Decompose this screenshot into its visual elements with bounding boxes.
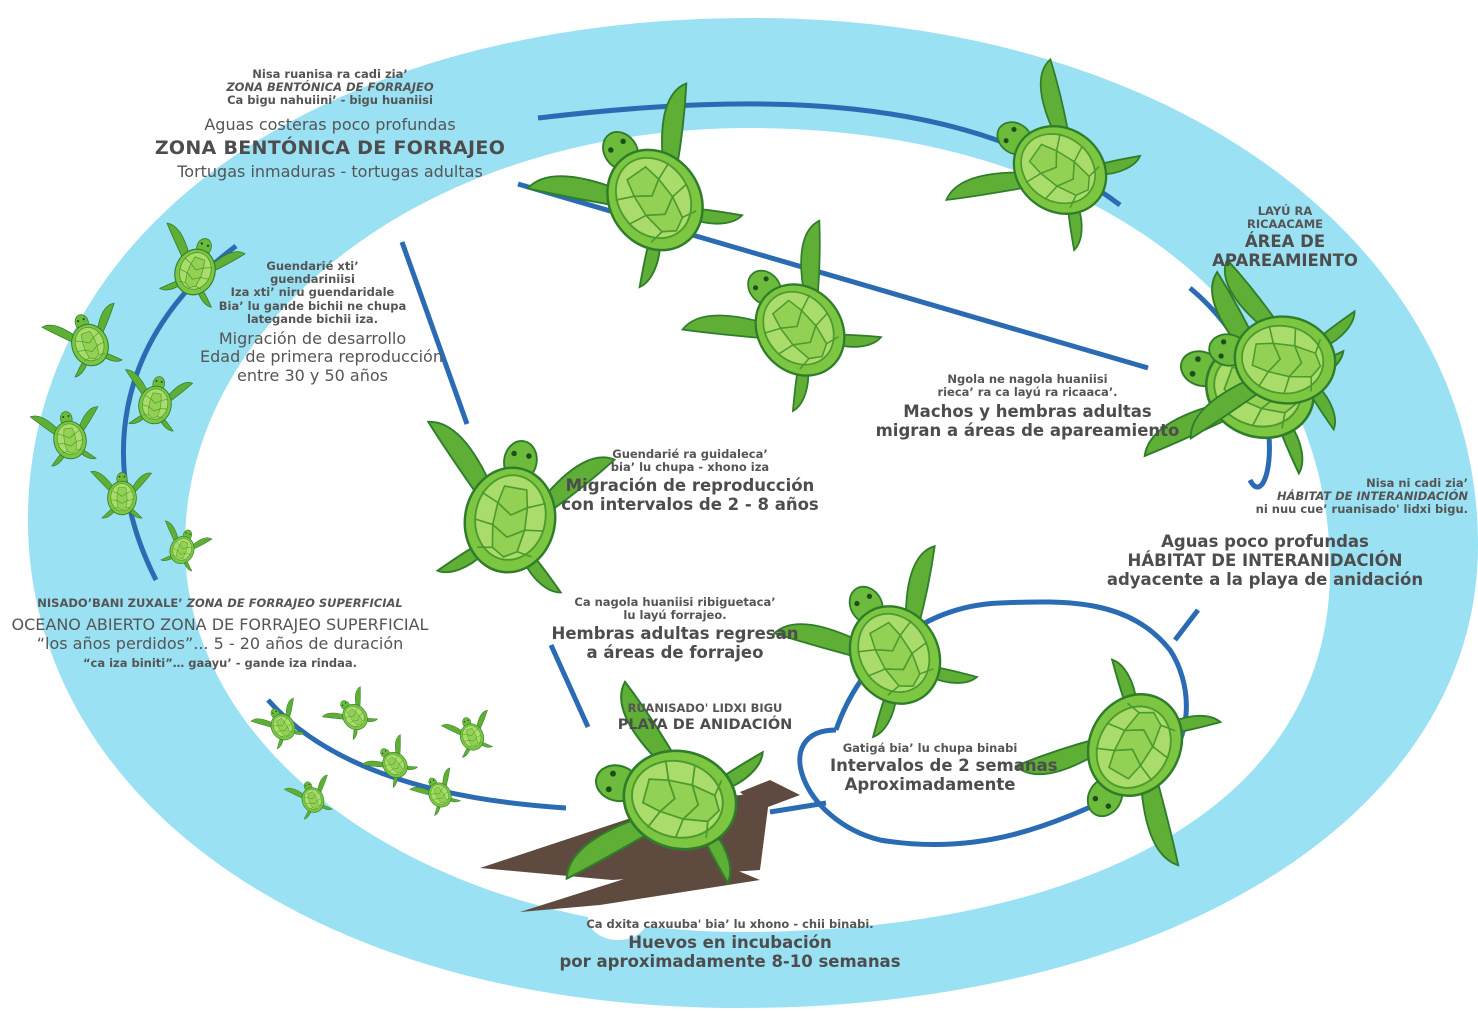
internesting-zap-3: ni nuu cue’ ruanisado' lidxi bigu.: [1255, 502, 1468, 517]
nesting-es-1: PLAYA DE ANIDACIÓN: [617, 717, 793, 734]
developmental-es-2: Edad de primera reproducción: [200, 347, 443, 367]
females-return-label: Ca nagola huaniisi ribiguetaca’ lu layú …: [540, 595, 810, 663]
reproductive-zap-1: Guendarié ra guidaleca’: [612, 447, 768, 461]
females-zap-1: Ca nagola huaniisi ribiguetaca’: [574, 595, 776, 609]
developmental-zap-3: Iza xti’ niru guendaridale: [230, 285, 395, 300]
benthic-zap-3: Ca bigu nahuiini’ - bigu huaniisi: [227, 93, 433, 108]
oceanic-zap-1: NISADO’BANI ZUXALE’ ZONA DE FORRAJEO SUP…: [0, 596, 440, 610]
interval-es-1: Intervalos de 2 semanas: [830, 756, 1058, 776]
interval-es-2: Aproximadamente: [844, 775, 1016, 795]
females-es-1: Hembras adultas regresan: [551, 624, 799, 644]
adults-es-1: Machos y hembras adultas: [903, 402, 1152, 422]
oceanic-zap-2: “ca iza biniti”… gaayu’ - gande iza rind…: [82, 656, 358, 670]
oceanic-zap-1b: ZONA DE FORRAJEO SUPERFICIAL: [186, 596, 403, 610]
internesting-zap-1: Nisa ni cadi zia’: [1366, 476, 1468, 490]
benthic-zap-1: Nisa ruanisa ra cadi zia’: [252, 67, 408, 81]
nesting-cove: [588, 896, 648, 940]
benthic-zap-2: ZONA BENTÓNICA DE FORRAJEO: [226, 80, 434, 95]
eggs-es-2: por aproximadamente 8-10 semanas: [559, 952, 901, 972]
interval-label: Gatigá bia’ lu chupa binabi Intervalos d…: [830, 741, 1058, 795]
oceanic-es-1: OCEANO ABIERTO ZONA DE FORRAJEO SUPERFIC…: [11, 615, 429, 635]
adults-zap-1: Ngola ne nagola huaniisi: [947, 372, 1108, 386]
nesting-beach-label: RUANISADO' LIDXI BIGU PLAYA DE ANIDACIÓN: [600, 701, 810, 734]
eggs-zap-1: Ca dxita caxuuba' bia’ lu xhono - chii b…: [586, 917, 874, 931]
reproductive-migration-label: Guendarié ra guidaleca’ bia’ lu chupa - …: [555, 447, 825, 515]
adults-zap-2: rieca’ ra ca layú ra ricaaca’.: [937, 385, 1118, 400]
internesting-zap-label: Nisa ni cadi zia’ HÁBITAT DE INTERANIDAC…: [1218, 476, 1468, 517]
reproductive-zap-2: bia’ lu chupa - xhono iza: [610, 460, 770, 475]
females-zap-2: lu layú forrajeo.: [623, 608, 727, 623]
internesting-es-3: adyacente a la playa de anidación: [1106, 569, 1424, 589]
mating-es-2: APAREAMIENTO: [1212, 251, 1358, 271]
reproductive-es-1: Migración de reproducción: [565, 476, 815, 496]
benthic-es-3: Tortugas inmaduras - tortugas adultas: [177, 161, 483, 181]
developmental-zap-5: lategande bichii iza.: [246, 311, 379, 326]
beach-line-upper: [548, 643, 591, 729]
mating-zap-1: LAYÚ RA: [1257, 204, 1313, 218]
reproductive-es-2: con intervalos de 2 - 8 años: [561, 495, 819, 515]
hatchling-8: [321, 685, 384, 746]
benthic-es-1: Aguas costeras poco profundas: [204, 114, 456, 134]
eggs-es-1: Huevos en incubación: [628, 933, 832, 953]
developmental-es-3: entre 30 y 50 años: [237, 365, 388, 385]
return-line: [399, 241, 470, 425]
internesting-es-1: Aguas poco profundas: [1161, 532, 1369, 551]
mating-es-1: ÁREA DE: [1244, 232, 1326, 252]
oceanic-zone-label: NISADO’BANI ZUXALE’ ZONA DE FORRAJEO SUP…: [0, 596, 440, 670]
developmental-zap-1: Guendarié xti’: [266, 259, 359, 273]
nesting-zap-1: RUANISADO' LIDXI BIGU: [627, 701, 783, 715]
hatchling-9: [440, 708, 501, 761]
females-es-2: a áreas de forrajeo: [586, 643, 764, 663]
interval-right-line: [1173, 608, 1200, 642]
adults-migrate-label: Ngola ne nagola huaniisi rieca’ ra ca la…: [875, 372, 1180, 441]
oceanic-zap-1a: NISADO’BANI ZUXALE’: [37, 596, 183, 610]
mating-zap-2: RICAACAME: [1246, 217, 1323, 232]
internesting-es-2: HÁBITAT DE INTERANIDACIÓN: [1127, 550, 1403, 570]
benthic-zone-label: Nisa ruanisa ra cadi zia’ ZONA BENTÓNICA…: [150, 67, 510, 181]
oceanic-es-2: “los años perdidos”... 5 - 20 años de du…: [36, 633, 404, 653]
turtle-benthic-2: [680, 215, 904, 434]
developmental-es-1: Migración de desarrollo: [218, 329, 407, 349]
adults-es-2: migran a áreas de apareamiento: [875, 421, 1180, 441]
internesting-es-label: Aguas poco profundas HÁBITAT DE INTERANI…: [1100, 532, 1430, 590]
developmental-zap-2: guendariniisi: [270, 272, 355, 287]
benthic-es-2: ZONA BENTÓNICA DE FORRAJEO: [154, 137, 506, 160]
internesting-zap-2: HÁBITAT DE INTERANIDACIÓN: [1276, 489, 1468, 504]
developmental-migration-label: Guendarié xti’ guendariniisi Iza xti’ ni…: [200, 259, 443, 385]
mating-area-label: LAYÚ RA RICAACAME ÁREA DE APAREAMIENTO: [1190, 204, 1380, 271]
interval-zap-1: Gatigá bia’ lu chupa binabi: [842, 741, 1018, 755]
developmental-zap-4: Bia’ lu gande bichii ne chupa: [218, 298, 407, 313]
eggs-label: Ca dxita caxuuba' bia’ lu xhono - chii b…: [540, 917, 920, 972]
